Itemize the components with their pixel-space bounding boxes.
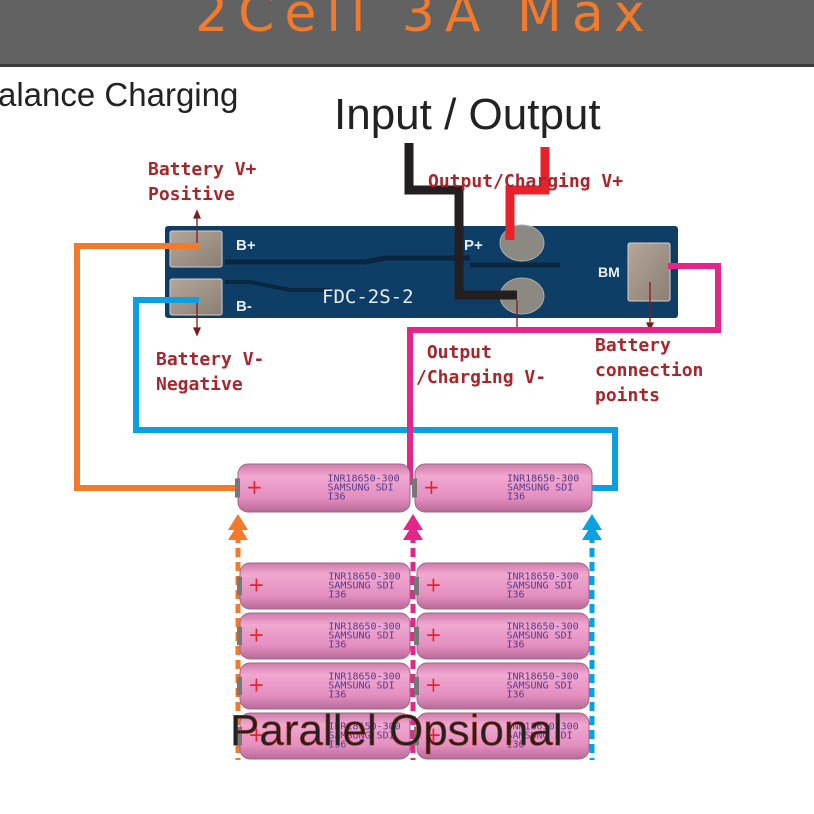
label-battery-connection: Battery connection points [595, 335, 704, 406]
cell-terminal [414, 576, 419, 596]
cell-plus-sign: + [248, 623, 265, 647]
wire-black-output-negative [404, 143, 517, 300]
cell-marking: SAMSUNG SDI [506, 631, 572, 642]
cell-plus-sign: + [425, 723, 442, 747]
arrow-up-magenta [403, 514, 423, 540]
protection-board: B+ B- P+ BM FDC-2S-2 [165, 224, 678, 318]
cell-plus-sign: + [423, 475, 440, 499]
cell-marking: I36 [506, 740, 524, 751]
cell-marking: INR18650-300 [506, 622, 578, 633]
cell-marking: I36 [327, 491, 345, 502]
label-battery-positive: Battery V+ Positive [148, 159, 257, 205]
pad-label-b-plus: B+ [236, 237, 256, 254]
cell-marking: I36 [328, 740, 346, 751]
cell-terminal [237, 726, 242, 746]
arrow-up-orange [228, 514, 248, 540]
cell-marking: SAMSUNG SDI [328, 681, 394, 692]
cell-marking: INR18650-300 [507, 473, 579, 484]
pad-label-b-minus: B- [236, 298, 252, 315]
cell-marking: I36 [506, 640, 524, 651]
cell-marking: SAMSUNG SDI [328, 581, 394, 592]
cell-marking: INR18650-300 [506, 722, 578, 733]
cell-marking: INR18650-300 [328, 572, 400, 583]
cell-plus-sign: + [425, 623, 442, 647]
cell-terminal [414, 676, 419, 696]
subtitle: alance Charging [0, 76, 239, 113]
cell-marking: SAMSUNG SDI [327, 482, 393, 493]
wire-orange-battery-positive [74, 243, 238, 491]
board-model: FDC-2S-2 [322, 286, 414, 308]
parallel-dashed-lines [228, 514, 602, 760]
cell-plus-sign: + [248, 723, 265, 747]
pad-bm [627, 242, 671, 302]
pad-label-p-plus: P+ [464, 237, 483, 254]
arrow-up-blue [582, 514, 602, 540]
cell-marking: INR18650-300 [328, 622, 400, 633]
cell-plus-sign: + [248, 573, 265, 597]
pad-label-bm: BM [598, 264, 620, 280]
cell-plus-sign: + [248, 673, 265, 697]
input-output-title: Input / Output [334, 90, 601, 139]
cell-marking: INR18650-300 [328, 672, 400, 683]
cell-marking: I36 [328, 590, 346, 601]
cell-marking: SAMSUNG SDI [328, 631, 394, 642]
cell-plus-sign: + [425, 573, 442, 597]
cell-marking: SAMSUNG SDI [506, 731, 572, 742]
cell-marking: SAMSUNG SDI [507, 482, 573, 493]
wire-magenta-balance-midpoint [407, 263, 721, 485]
cell-marking: SAMSUNG SDI [506, 681, 572, 692]
pcb [165, 226, 678, 318]
cell-terminal [235, 478, 240, 498]
cell-marking: I36 [328, 690, 346, 701]
header-title: 2Cell 3A Max [195, 0, 655, 44]
cell-terminal [237, 576, 242, 596]
header-bar: 2Cell 3A Max [0, 0, 814, 67]
pcb-trace [225, 255, 470, 265]
cell-terminal [412, 478, 417, 498]
parallel-optional-label: Parallel Opsional [230, 706, 563, 756]
cell-marking: SAMSUNG SDI [506, 581, 572, 592]
cell-terminal [414, 626, 419, 646]
cell-terminal [414, 726, 419, 746]
cell-plus-sign: + [425, 673, 442, 697]
label-output-negative: Output /Charging V- [416, 342, 547, 388]
label-battery-negative: Battery V- Negative [156, 349, 265, 395]
label-output-positive: Output/Charging V+ [428, 171, 624, 192]
cell-terminal [237, 676, 242, 696]
cell-marking: I36 [328, 640, 346, 651]
cell-plus-sign: + [246, 475, 263, 499]
cell-marking: INR18650-300 [328, 722, 400, 733]
cell-marking: INR18650-300 [506, 572, 578, 583]
pcb-trace [225, 280, 330, 292]
pointer-arrows [193, 209, 654, 337]
cell-marking: INR18650-300 [506, 672, 578, 683]
wire-blue-battery-negative [133, 297, 618, 491]
cell-terminal [237, 626, 242, 646]
cell-marking: I36 [507, 491, 525, 502]
cell-marking: I36 [506, 690, 524, 701]
cell-marking: I36 [506, 590, 524, 601]
wire-red-output-positive [505, 147, 550, 240]
cell-marking: INR18650-300 [327, 473, 399, 484]
cell-marking: SAMSUNG SDI [328, 731, 394, 742]
